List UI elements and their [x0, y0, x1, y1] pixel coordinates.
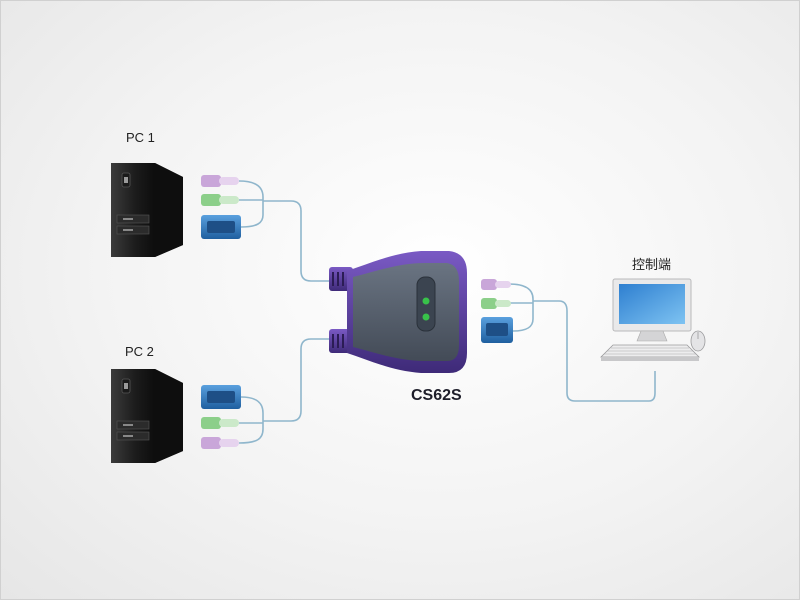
pc2-tower-icon	[111, 369, 183, 463]
cable-pc2-main	[263, 338, 331, 422]
pc1-label: PC 1	[126, 130, 155, 145]
cable-pc1-main	[263, 200, 331, 282]
mouse-icon	[690, 330, 706, 352]
device-model-label: CS62S	[411, 387, 462, 404]
pc1-ps2-mouse-connector-icon	[201, 194, 239, 206]
console-label: 控制端	[632, 257, 672, 272]
console-ps2-keyboard-connector-icon	[481, 279, 511, 290]
pc2-connectors	[201, 385, 241, 449]
pc1-ps2-keyboard-connector-icon	[201, 175, 239, 187]
cable-pc2-loop	[238, 396, 264, 444]
kvm-switch-icon	[329, 251, 467, 373]
port1-led-icon	[422, 297, 430, 305]
pc2-label: PC 2	[125, 344, 154, 359]
pc2-ps2-mouse-connector-icon	[201, 417, 239, 429]
cable-console-keyboard	[508, 283, 534, 332]
pc1-vga-connector-icon	[201, 215, 241, 239]
pc1-connectors	[201, 175, 241, 239]
monitor-icon	[612, 278, 692, 342]
pc2-vga-connector-icon	[201, 385, 241, 409]
cable-pc1-keyboard	[238, 180, 264, 228]
console-vga-connector-icon	[481, 317, 513, 343]
switch-output-connectors	[481, 279, 513, 343]
cable-console-main	[533, 300, 656, 402]
pc2-ps2-keyboard-connector-icon	[201, 437, 239, 449]
pc1-tower-icon	[111, 163, 183, 257]
keyboard-icon	[600, 344, 700, 361]
console-ps2-mouse-connector-icon	[481, 298, 511, 309]
cables	[238, 180, 656, 444]
port2-led-icon	[422, 313, 430, 321]
